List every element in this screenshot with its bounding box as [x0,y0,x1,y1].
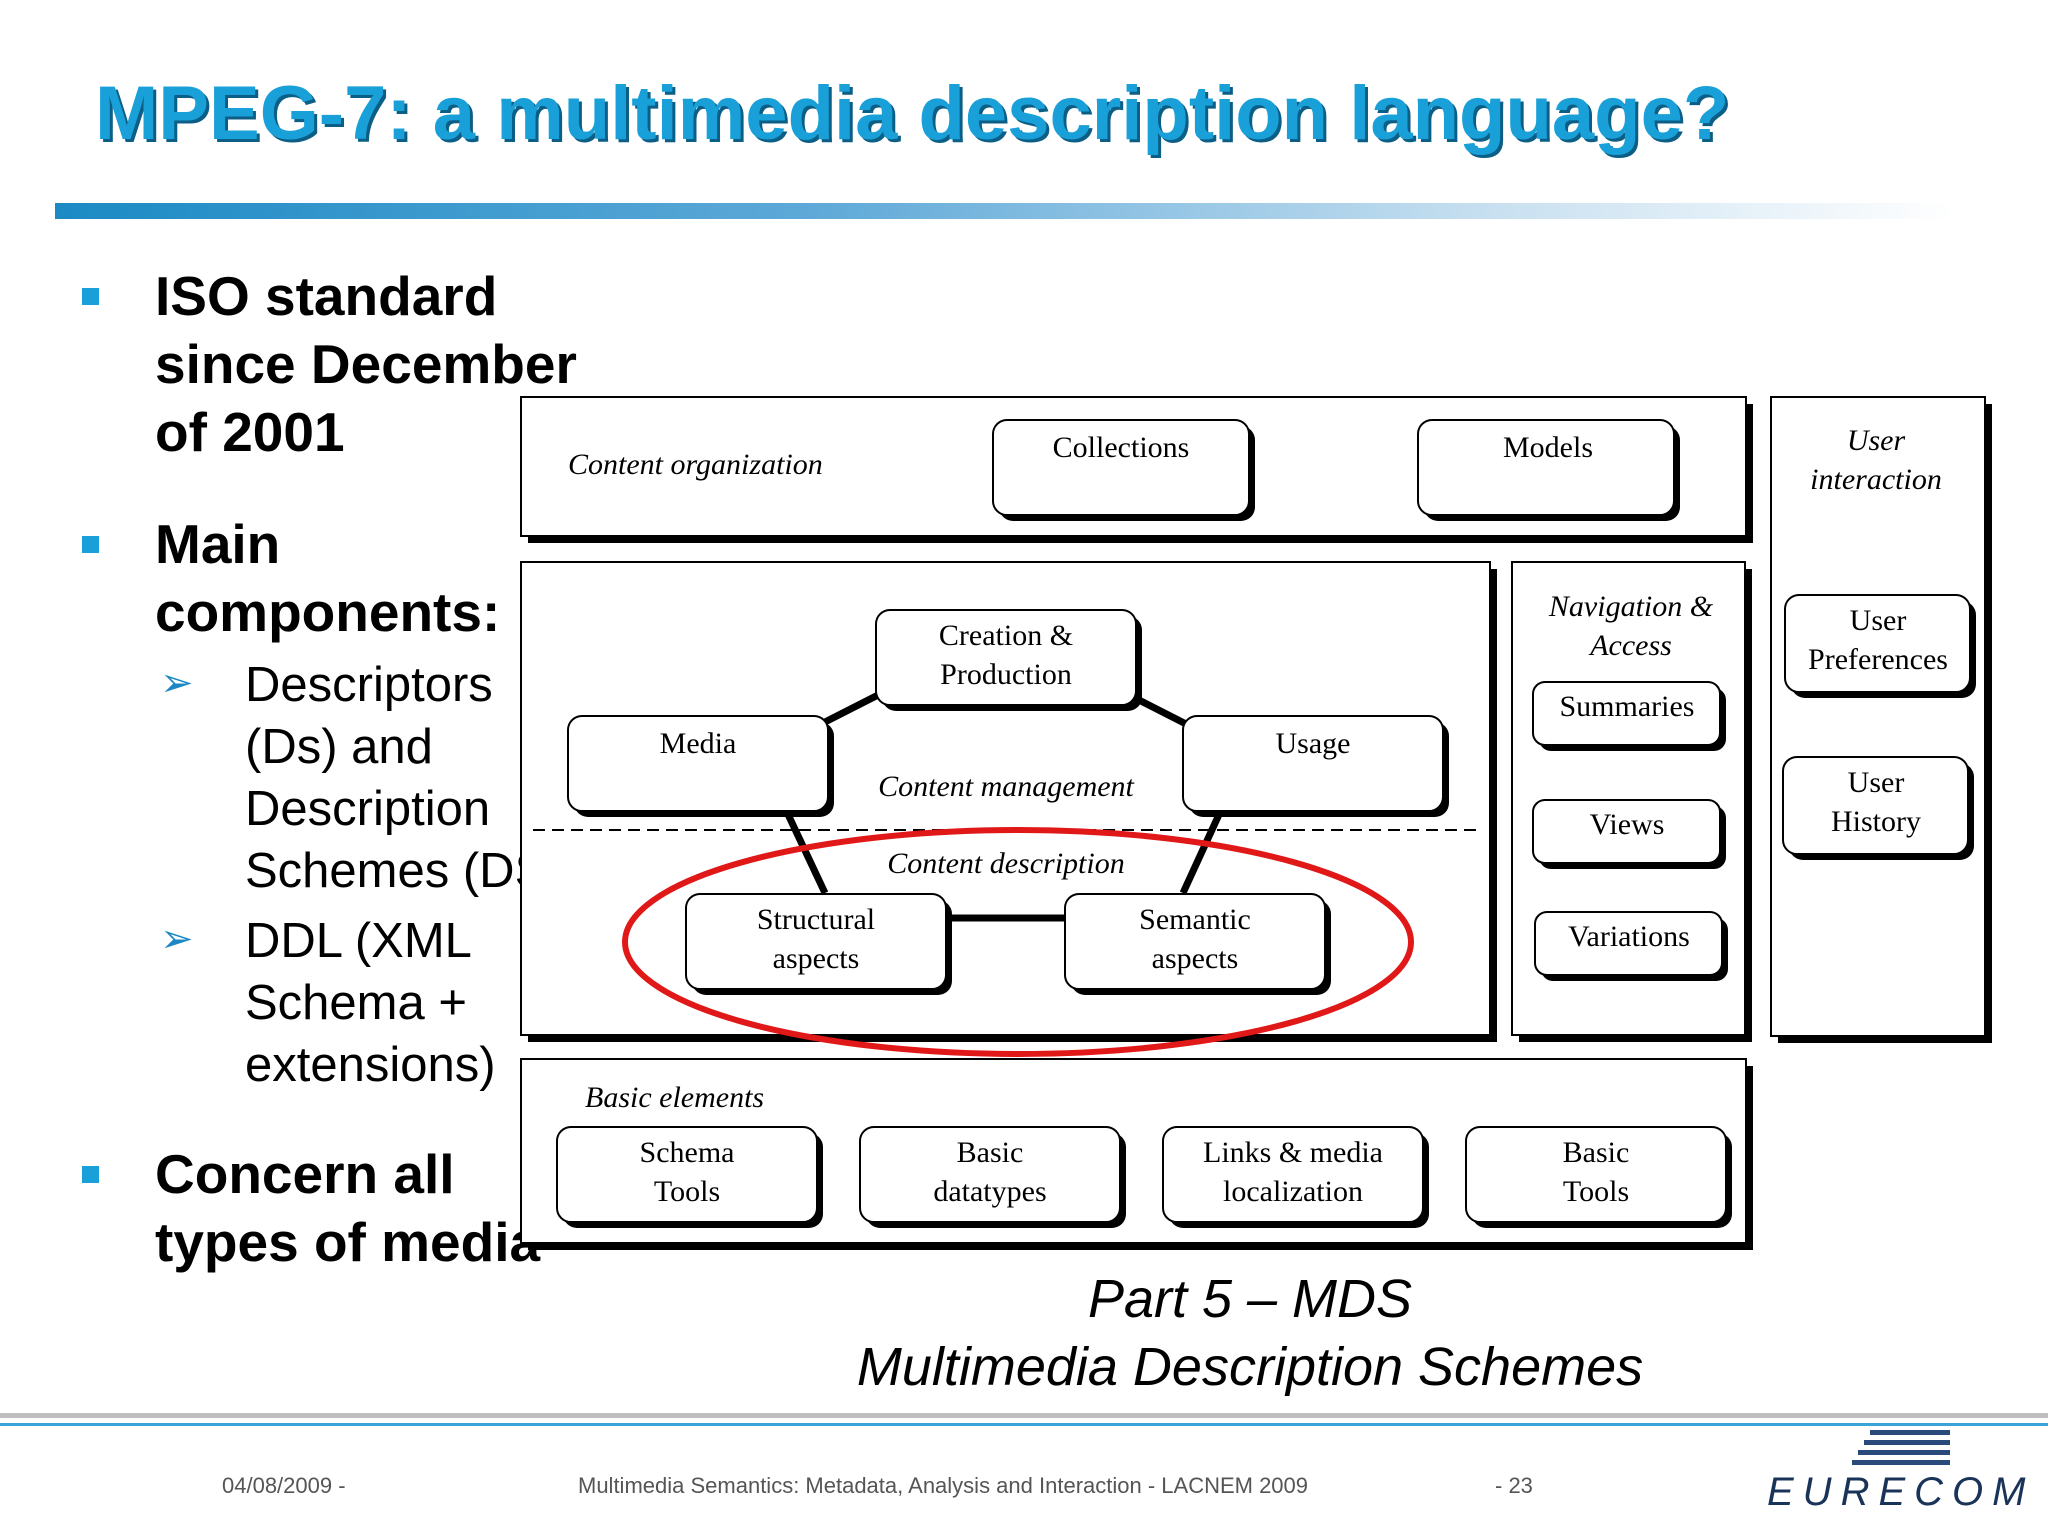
square-bullet-icon [82,536,99,553]
footer-page-number: - 23 [1495,1473,1533,1498]
footer-accent-line [0,1423,2048,1426]
footer-date: 04/08/2009 - [222,1473,346,1498]
navigation-access-label: Navigation &Access [1548,590,1714,662]
bullet-item: Concern all types of media [78,1140,598,1276]
models-box: Models [1417,419,1680,521]
models-label: Models [1503,431,1593,464]
bullet-text: ISO standard since December of 2001 [155,265,577,463]
bullet-text: Concern all types of media [155,1143,541,1273]
footer-event: Multimedia Semantics: Metadata, Analysis… [578,1473,1309,1498]
usage-label: Usage [1276,727,1351,760]
slide-title: MPEG-7: a multimedia description languag… [95,71,1730,156]
diagram-caption-line2: Multimedia Description Schemes [856,1337,1644,1397]
arrow-bullet-icon: ➢ [160,916,194,962]
diagram-caption-line1: Part 5 – MDS [1087,1269,1413,1329]
views-label: Views [1590,808,1665,841]
highlight-ellipse [622,827,1414,1057]
sub-bullet-item: ➢ DDL (XML Schema + extensions) [155,910,598,1096]
bullet-text: Main components: [155,513,501,643]
sub-bullet-text: DDL (XML Schema + extensions) [245,914,496,1092]
creation-production-label: Creation &Production [939,619,1073,691]
media-label: Media [660,727,737,760]
bullet-item: ISO standard since December of 2001 [78,262,598,466]
collections-box: Collections [992,419,1255,521]
usage-box: Usage [1182,715,1449,817]
eurecom-logo-icon [1852,1430,1950,1465]
eurecom-logo: EURECOM [1740,1420,2030,1530]
collections-label: Collections [1053,431,1190,464]
connector-lines [781,689,1226,922]
basic-elements-label: Basic elements [585,1081,764,1114]
eurecom-logo-text: EURECOM [1767,1470,2035,1514]
square-bullet-icon [82,1166,99,1183]
content-organization-label: Content organization [568,448,823,481]
arrow-bullet-icon: ➢ [160,660,194,706]
variations-box: Variations [1534,911,1728,981]
content-management-label: Content management [878,770,1134,803]
title-underline [55,203,1955,219]
summaries-label: Summaries [1560,690,1695,723]
square-bullet-icon [82,288,99,305]
footer-divider [0,1413,2048,1418]
views-box: Views [1532,799,1726,869]
media-box: Media [567,715,834,817]
creation-production-box: Creation &Production [875,609,1142,711]
variations-label: Variations [1568,920,1690,953]
content-description-label: Content description [887,847,1124,880]
summaries-box: Summaries [1532,681,1726,751]
